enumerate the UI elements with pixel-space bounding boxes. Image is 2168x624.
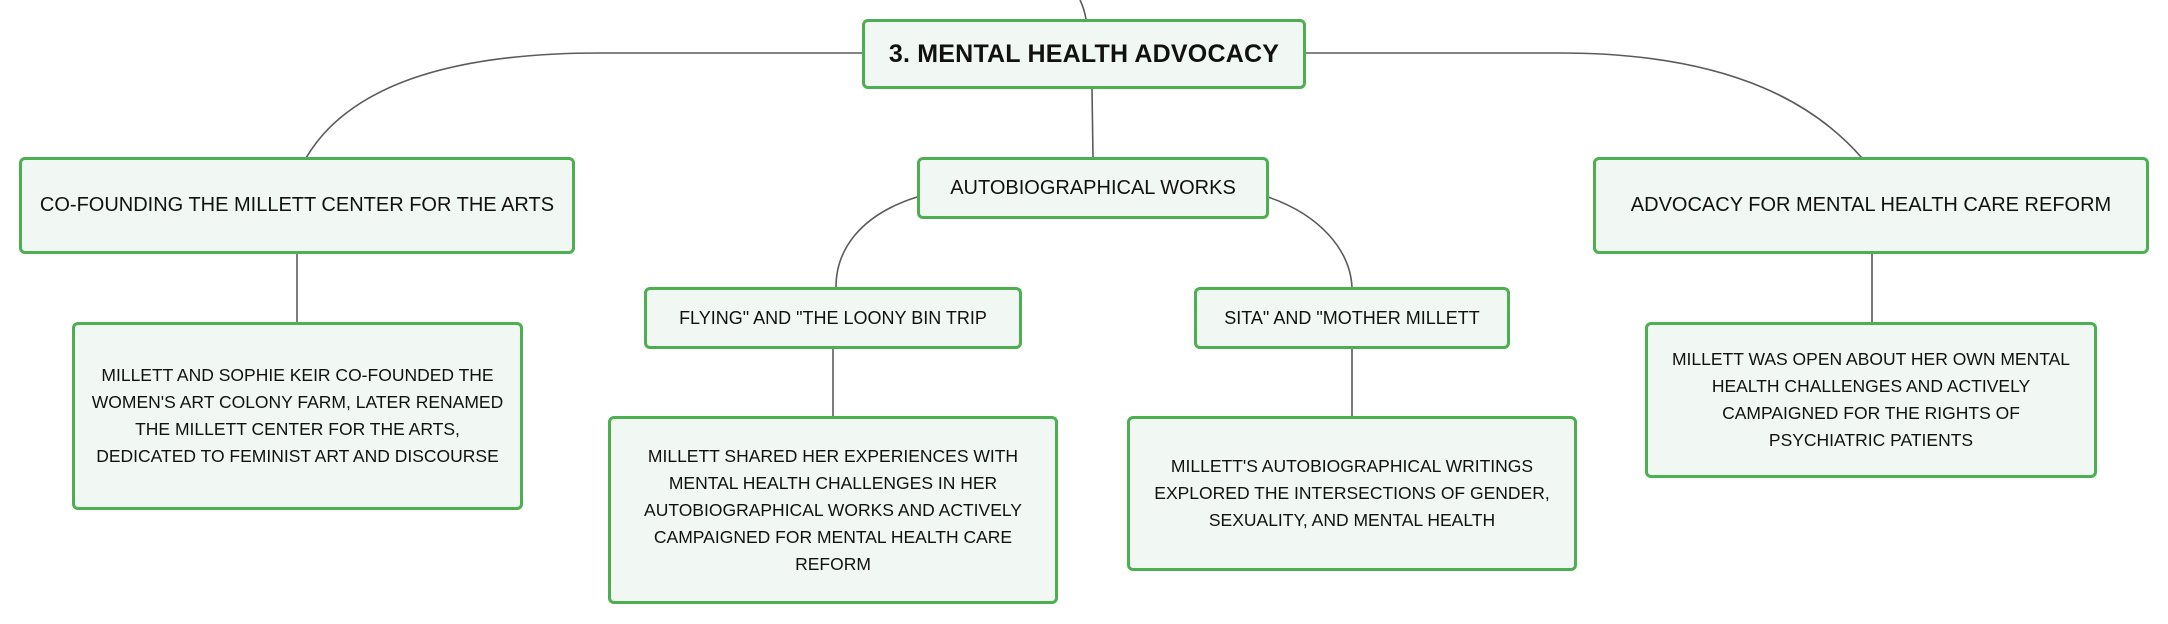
connector-autobio-to-sita: [1267, 196, 1353, 288]
detail-cofounding[interactable]: MILLETT AND SOPHIE KEIR CO-FOUNDED THE W…: [72, 322, 523, 510]
subtopic-label: FLYING" AND "THE LOONY BIN TRIP: [679, 307, 987, 328]
detail-text: MILLETT SHARED HER EXPERIENCES WITH MENT…: [644, 445, 1022, 574]
connector-root-to-cofounding: [305, 52, 862, 159]
detail-flying-loony-bin-trip[interactable]: MILLETT SHARED HER EXPERIENCES WITH MENT…: [608, 416, 1058, 604]
detail-text: MILLETT'S AUTOBIOGRAPHICAL WRITINGS EXPL…: [1154, 456, 1550, 530]
root-topic-mental-health-advocacy[interactable]: 3. MENTAL HEALTH ADVOCACY: [862, 19, 1306, 89]
topic-label: AUTOBIOGRAPHICAL WORKS: [950, 176, 1236, 199]
subtopic-flying-loony-bin-trip[interactable]: FLYING" AND "THE LOONY BIN TRIP: [644, 287, 1022, 349]
root-topic-label: 3. MENTAL HEALTH ADVOCACY: [888, 39, 1280, 68]
subtopic-label: SITA" AND "MOTHER MILLETT: [1224, 307, 1480, 328]
connector-root-to-autobiographical: [1091, 88, 1094, 158]
topic-cofounding-millett-center[interactable]: CO-FOUNDING THE MILLETT CENTER FOR THE A…: [19, 157, 575, 254]
detail-advocacy-reform[interactable]: MILLETT WAS OPEN ABOUT HER OWN MENTAL HE…: [1645, 322, 2097, 478]
connector-parent-to-root: [1079, 0, 1087, 20]
topic-autobiographical-works[interactable]: AUTOBIOGRAPHICAL WORKS: [917, 157, 1269, 219]
topic-advocacy-mental-health-reform[interactable]: ADVOCACY FOR MENTAL HEALTH CARE REFORM: [1593, 157, 2149, 254]
detail-sita-mother-millett[interactable]: MILLETT'S AUTOBIOGRAPHICAL WRITINGS EXPL…: [1127, 416, 1577, 571]
subtopic-sita-mother-millett[interactable]: SITA" AND "MOTHER MILLETT: [1194, 287, 1510, 349]
topic-label: ADVOCACY FOR MENTAL HEALTH CARE REFORM: [1630, 194, 2112, 216]
detail-text: MILLETT WAS OPEN ABOUT HER OWN MENTAL HE…: [1671, 349, 2071, 450]
connector-autobio-to-flying: [835, 196, 918, 288]
detail-text: MILLETT AND SOPHIE KEIR CO-FOUNDED THE W…: [91, 365, 504, 466]
connector-root-to-advocacy: [1306, 52, 1863, 159]
topic-label: CO-FOUNDING THE MILLETT CENTER FOR THE A…: [39, 194, 555, 216]
